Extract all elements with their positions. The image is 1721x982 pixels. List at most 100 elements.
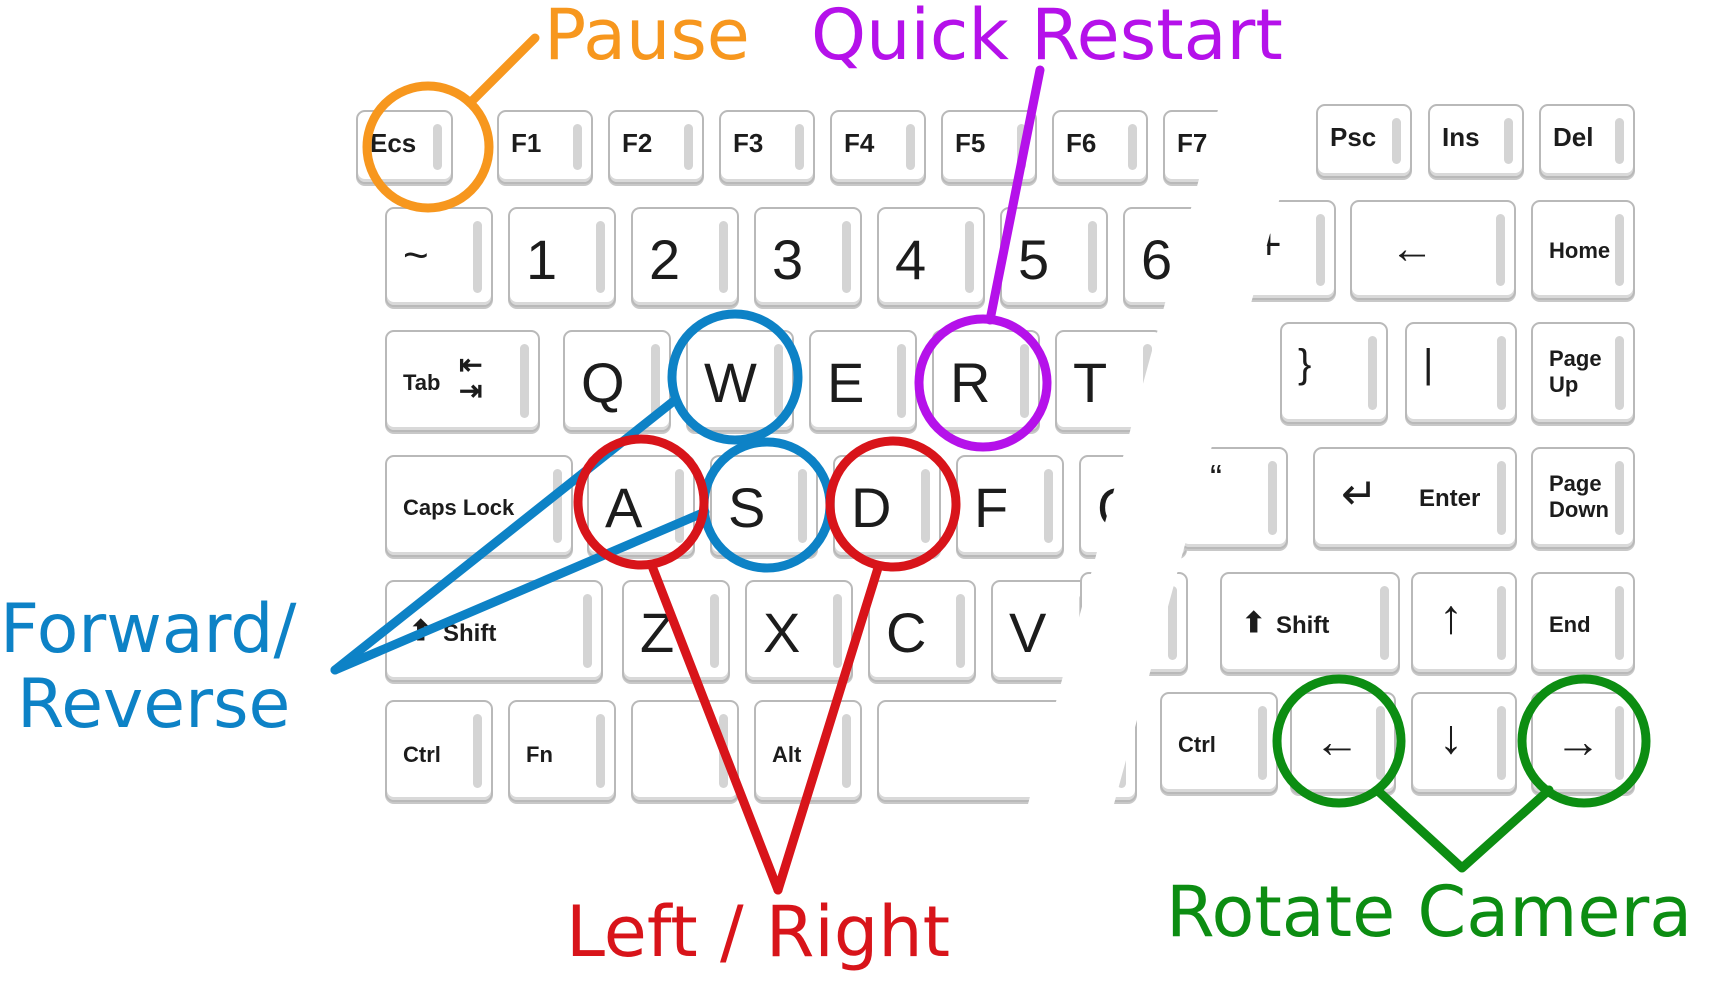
key-tab[interactable]: Tab ⇤⇥	[385, 330, 540, 432]
key-w-label: W	[704, 351, 757, 414]
key-up[interactable]: ↑	[1411, 572, 1517, 674]
key-down[interactable]: ↓	[1411, 692, 1517, 794]
key-shift-right[interactable]: ⬆ Shift	[1220, 572, 1400, 674]
key-d[interactable]: D	[833, 455, 941, 557]
key-3-label: 3	[772, 228, 804, 291]
key-f4-label: F4	[844, 128, 875, 158]
key-1-label: 1	[526, 228, 558, 291]
key-r[interactable]: R	[932, 330, 1040, 432]
down-arrow-icon: ↓	[1439, 711, 1463, 764]
key-f6-label: F6	[1066, 128, 1097, 158]
quick-restart-caption: Quick Restart	[811, 0, 1283, 76]
key-quote-label: “	[1210, 457, 1222, 498]
key-pageup-label: Page Up	[1549, 346, 1602, 397]
key-ctrl-left[interactable]: Ctrl	[385, 700, 493, 802]
key-left[interactable]: ←	[1290, 692, 1396, 794]
key-ins[interactable]: Ins	[1428, 104, 1524, 178]
tab-arrows-icon: ⇤⇥	[459, 349, 483, 406]
key-f7-label: F7	[1177, 128, 1208, 158]
key-del[interactable]: Del	[1539, 104, 1635, 178]
key-s[interactable]: S	[710, 455, 818, 557]
backspace-arrow-icon: ←	[1390, 224, 1434, 273]
key-f4[interactable]: F4	[830, 110, 926, 184]
forward-caption-line2: Reverse	[17, 665, 291, 744]
key-shift-right-label: Shift	[1276, 612, 1330, 639]
key-caps-label: Caps Lock	[403, 495, 515, 520]
rotate-camera-callout	[1272, 674, 1651, 873]
pause-caption: Pause	[544, 0, 750, 76]
right-arrow-icon: →	[1555, 715, 1601, 767]
rotate-camera-caption: Rotate Camera	[1166, 871, 1693, 953]
key-fn[interactable]: Fn	[508, 700, 616, 802]
up-arrow-icon: ↑	[1439, 591, 1463, 644]
key-pagedown-label: Page Down	[1549, 471, 1609, 522]
key-d-label: D	[851, 476, 892, 539]
key-x[interactable]: X	[745, 580, 853, 682]
key-pageup[interactable]: Page Up	[1531, 322, 1635, 424]
key-6-label: 6	[1141, 228, 1173, 291]
restart-callout	[914, 65, 1052, 452]
key-home[interactable]: Home	[1531, 200, 1635, 300]
key-w[interactable]: W	[686, 330, 794, 432]
key-enter-label: Enter	[1419, 485, 1481, 512]
key-f6[interactable]: F6	[1052, 110, 1148, 184]
key-f2[interactable]: F2	[608, 110, 704, 184]
key-alt-label: Alt	[772, 742, 802, 767]
key-tilde-label: ~	[403, 231, 429, 280]
key-2[interactable]: 2	[631, 207, 739, 307]
key-1[interactable]: 1	[508, 207, 616, 307]
enter-arrow-icon: ↵	[1341, 470, 1378, 519]
key-t-label: T	[1073, 351, 1108, 414]
key-ctrl-left-label: Ctrl	[403, 742, 441, 767]
key-c-label: C	[886, 601, 927, 664]
key-v-label: V	[1009, 601, 1047, 664]
key-esc-label: Ecs	[370, 128, 417, 158]
left-right-callout	[573, 434, 961, 895]
key-pipe[interactable]: |	[1405, 322, 1517, 424]
key-ins-label: Ins	[1442, 122, 1480, 152]
key-4[interactable]: 4	[877, 207, 985, 307]
key-q-label: Q	[581, 351, 625, 414]
key-r-label: R	[950, 351, 991, 414]
key-end[interactable]: End	[1531, 572, 1635, 674]
key-brace[interactable]: }	[1280, 322, 1388, 424]
key-2-label: 2	[649, 228, 681, 291]
key-enter[interactable]: ↵ Enter	[1313, 447, 1517, 549]
key-f2-label: F2	[622, 128, 653, 158]
left-right-caption: Left / Right	[566, 891, 951, 973]
key-brace-label: }	[1298, 342, 1312, 386]
pause-callout	[362, 33, 540, 213]
key-x-label: X	[763, 601, 801, 664]
key-f1-label: F1	[511, 128, 542, 158]
shift-arrow-icon: ⬆	[1242, 607, 1266, 638]
key-3[interactable]: 3	[754, 207, 862, 307]
left-arrow-icon: ←	[1314, 715, 1360, 767]
key-end-label: End	[1549, 612, 1591, 637]
key-f-label: F	[974, 476, 1009, 539]
key-backspace[interactable]: ←	[1350, 200, 1516, 300]
forward-caption-line1: Forward/	[0, 590, 297, 669]
key-a-label: A	[605, 476, 643, 539]
key-right[interactable]: →	[1531, 692, 1635, 794]
key-e-label: E	[827, 351, 865, 414]
key-f5-label: F5	[955, 128, 986, 158]
key-pagedown[interactable]: Page Down	[1531, 447, 1635, 549]
key-ctrl-right[interactable]: Ctrl	[1160, 692, 1278, 794]
key-psc[interactable]: Psc	[1316, 104, 1412, 178]
key-f3-label: F3	[733, 128, 764, 158]
key-f1[interactable]: F1	[497, 110, 593, 184]
key-f3[interactable]: F3	[719, 110, 815, 184]
key-tab-label: Tab	[403, 370, 441, 395]
key-c[interactable]: C	[868, 580, 976, 682]
key-4-label: 4	[895, 228, 927, 291]
key-psc-label: Psc	[1330, 122, 1377, 152]
key-fn-label: Fn	[526, 742, 553, 767]
key-5-label: 5	[1018, 228, 1050, 291]
key-s-label: S	[728, 476, 766, 539]
key-ctrl-right-label: Ctrl	[1178, 732, 1216, 757]
key-del-label: Del	[1553, 122, 1594, 152]
key-home-label: Home	[1549, 238, 1611, 263]
